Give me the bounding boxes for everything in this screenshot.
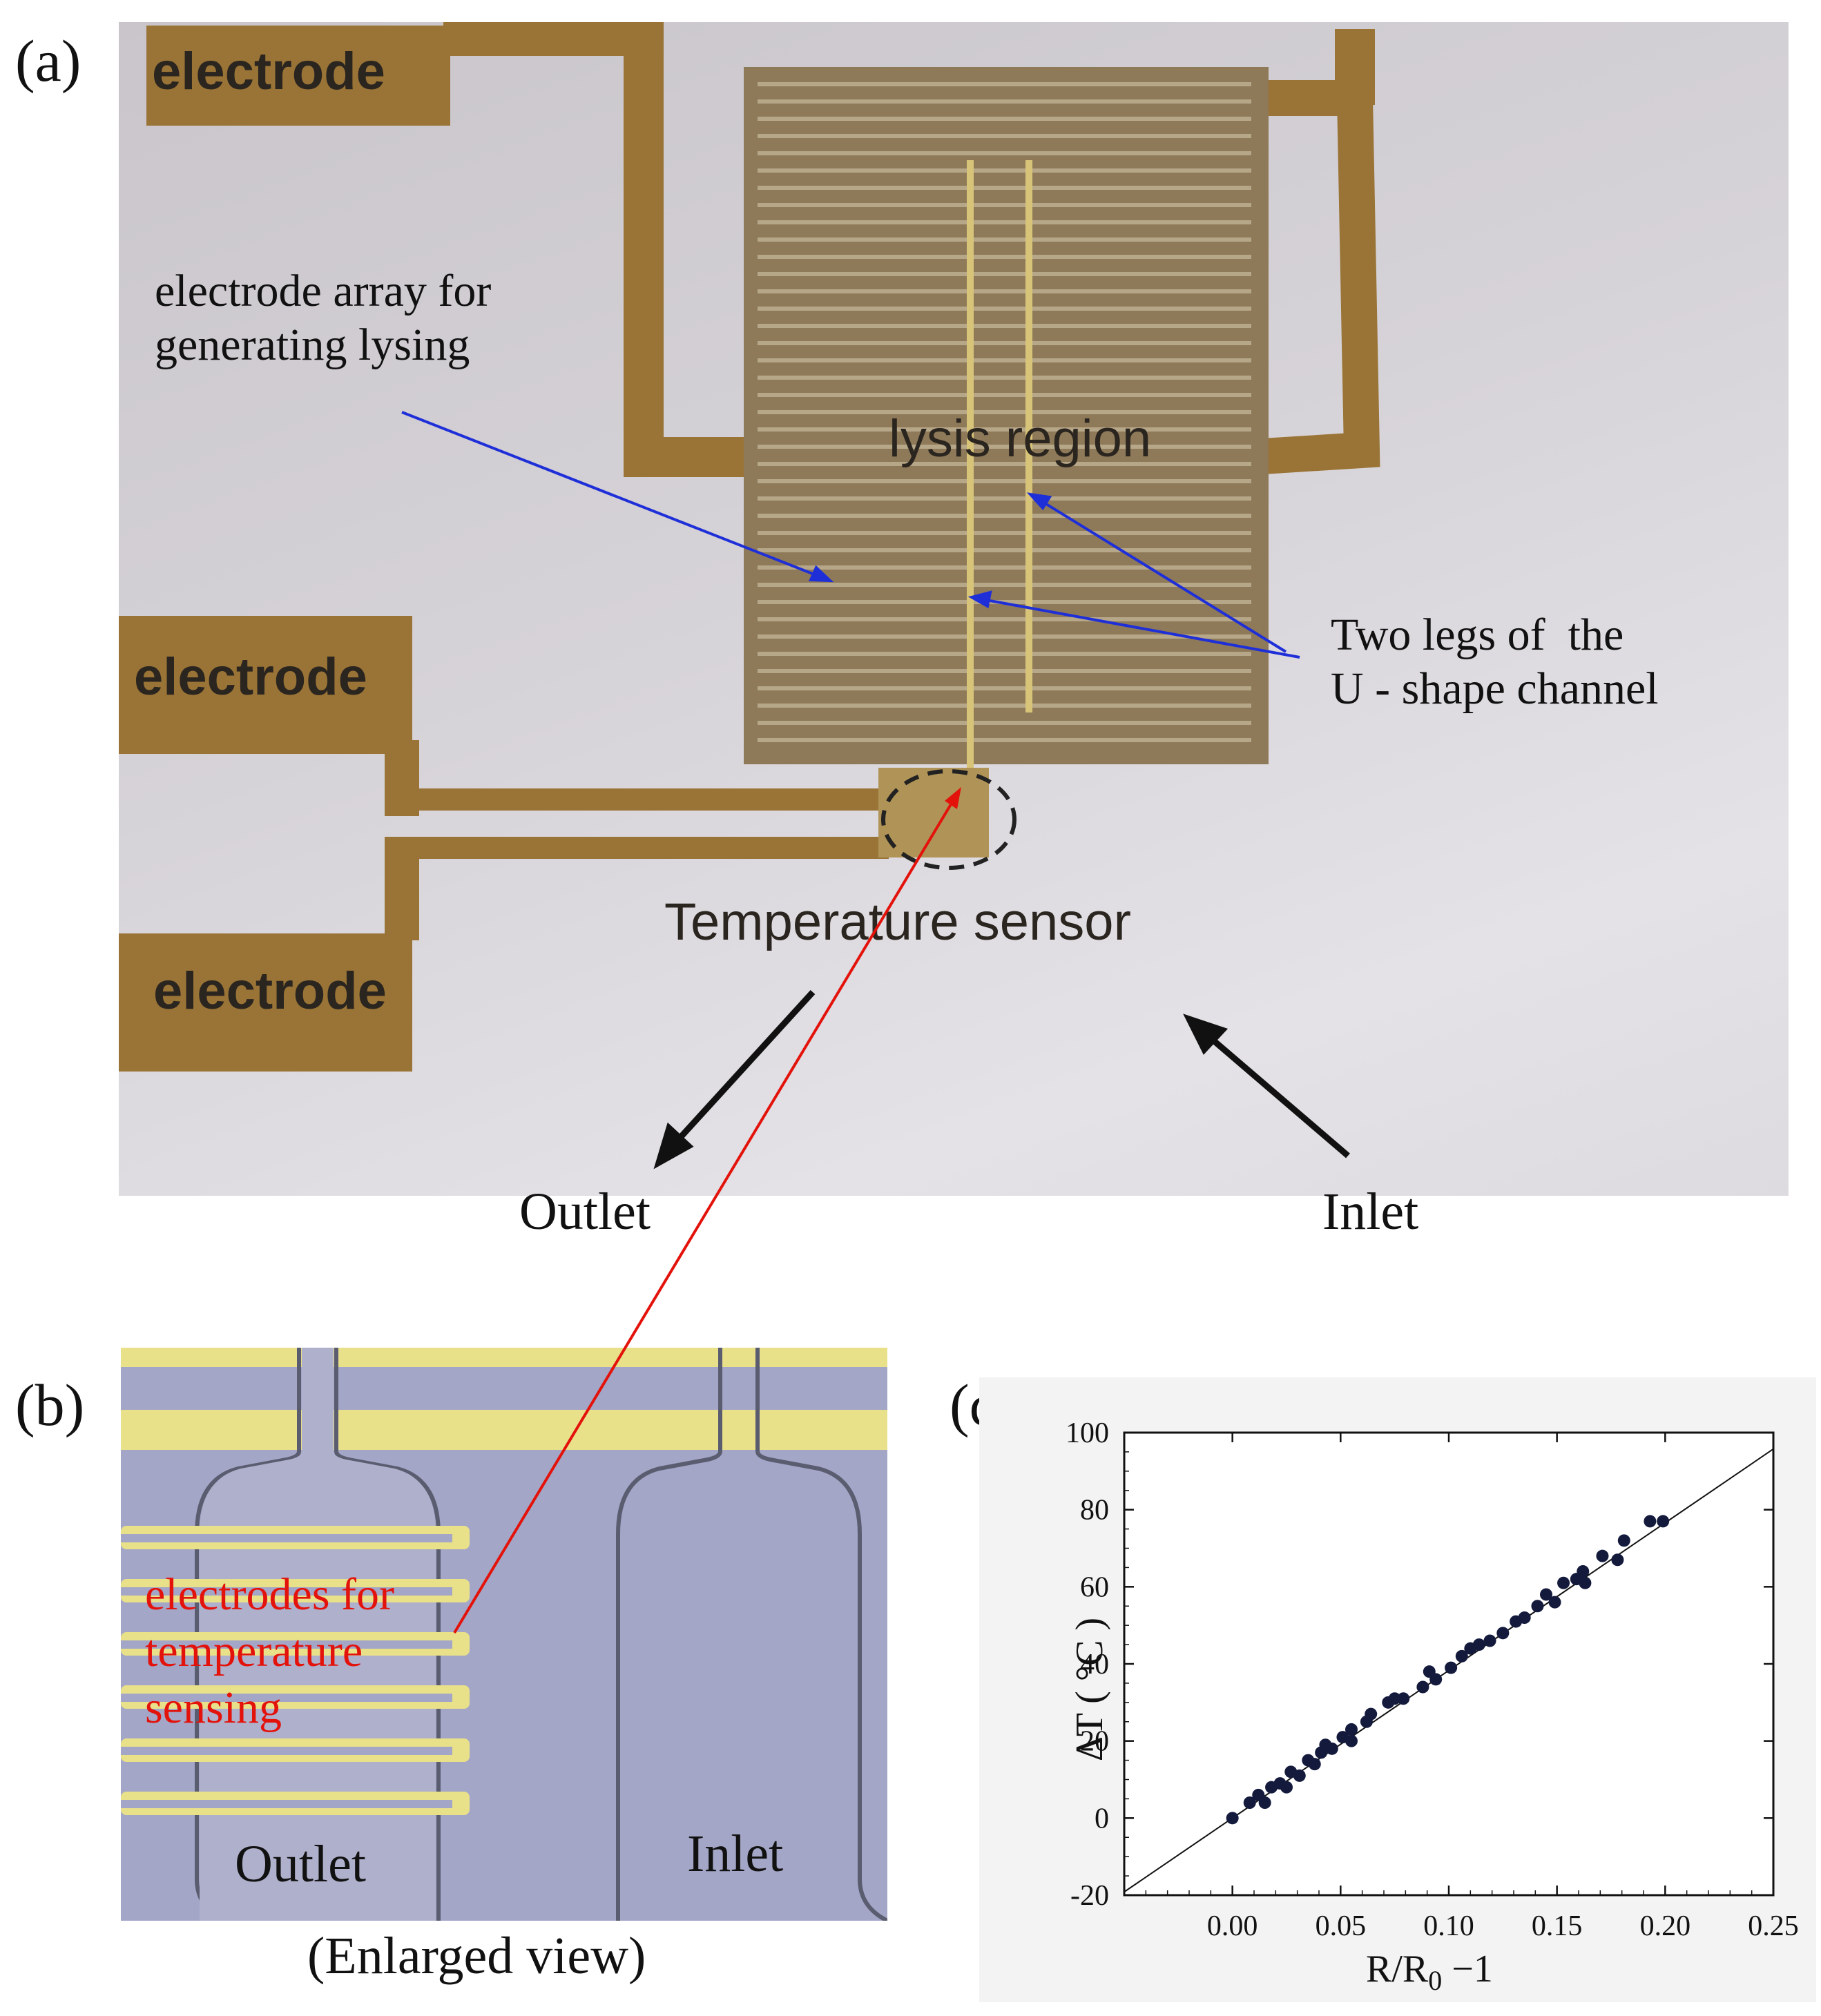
x-tick-label: 0.20 [1640, 1910, 1691, 1942]
data-point [1483, 1634, 1496, 1647]
inlet-label: Inlet [687, 1825, 784, 1883]
x-tick-label: 0.00 [1207, 1910, 1258, 1942]
x-tick-label: 0.25 [1748, 1910, 1799, 1942]
x-axis-label: R/R0 −1 [1366, 1948, 1493, 1997]
data-point [1226, 1812, 1239, 1825]
outlet-label: Outlet [519, 1183, 651, 1241]
array-annotation-line1: electrode array for [155, 266, 492, 316]
data-point [1611, 1553, 1624, 1567]
sensing-annotation-line2: temperature [145, 1626, 363, 1676]
data-point [1397, 1692, 1410, 1705]
lysis-region-label: lysis region [889, 409, 1152, 468]
data-point [1365, 1707, 1378, 1721]
y-axis-label: ΔT ( °C ) [1068, 1600, 1112, 1779]
electrode-trace [443, 22, 761, 477]
array-fingers [758, 82, 1251, 742]
data-point [1496, 1627, 1510, 1640]
y-tick-label: 40 [1080, 1649, 1109, 1680]
red-arrowhead [945, 787, 961, 809]
electrode-label: electrode [134, 648, 367, 706]
data-point [1657, 1515, 1670, 1528]
data-point [1345, 1734, 1358, 1747]
enlarged-view-photo: electrodes for temperature sensing Outle… [121, 1348, 887, 1921]
y-tick-label: 20 [1080, 1726, 1109, 1758]
panel-a-label: (a) [15, 28, 81, 94]
electrode-array [744, 67, 1269, 764]
data-point [1345, 1723, 1358, 1736]
data-point [1548, 1596, 1561, 1609]
channel-annotation-line1: Two legs of the [1331, 610, 1624, 660]
channel-annotation-line2: U - shape channel [1331, 663, 1659, 714]
device-photo-graphic [119, 22, 1380, 1170]
data-point [1455, 1649, 1468, 1663]
inlet-label: Inlet [1322, 1183, 1419, 1241]
y-axis-label-text: ΔT ( °C ) [1068, 1617, 1111, 1762]
data-point [1308, 1758, 1321, 1771]
data-point [1472, 1638, 1485, 1651]
y-tick-label: 60 [1080, 1571, 1109, 1603]
array-annotation-line2: generating lysing [155, 320, 470, 370]
red-connector-arrow [453, 799, 954, 1634]
y-tick-label: 100 [1066, 1417, 1109, 1449]
data-point [1596, 1549, 1609, 1562]
data-point [1540, 1588, 1552, 1601]
data-point [1579, 1576, 1592, 1589]
inlet-chamber [616, 1348, 887, 1921]
x-tick-label: 0.15 [1532, 1910, 1583, 1942]
data-point [1243, 1796, 1256, 1809]
temperature-sensor-label: Temperature sensor [664, 893, 1131, 951]
data-point [1416, 1680, 1429, 1694]
x-tick-label: 0.10 [1423, 1910, 1474, 1942]
y-tick-label: -20 [1070, 1880, 1109, 1912]
data-point [1388, 1692, 1401, 1705]
blue-arrows [401, 411, 1300, 659]
data-point [1293, 1769, 1306, 1782]
data-point [1518, 1611, 1531, 1624]
x-tick-label: 0.05 [1316, 1910, 1367, 1942]
data-point [1557, 1576, 1570, 1589]
electrode-pad [146, 26, 450, 126]
electrode-pad [119, 933, 412, 1072]
y-tick-label: 0 [1095, 1803, 1109, 1834]
panel-b-label: (b) [15, 1372, 85, 1438]
data-point [1644, 1515, 1657, 1528]
data-point [1445, 1661, 1458, 1674]
data-point [1577, 1565, 1590, 1578]
calibration-chart-svg: 0.00 0.05 0.10 0.15 0.20 0.25 100 80 60 40 20 0 -20 [1066, 1417, 1799, 1942]
data-point [1617, 1534, 1630, 1547]
enlarged-view-graphic [121, 1348, 887, 1921]
data-point [1258, 1796, 1271, 1809]
data-point [1325, 1742, 1338, 1755]
electrode-pad [119, 616, 412, 754]
y-tick-label: 80 [1080, 1495, 1109, 1526]
temperature-sensor [878, 768, 989, 857]
data-point [1429, 1673, 1443, 1686]
sensing-annotation-line3: sensing [145, 1683, 282, 1733]
outlet-label: Outlet [235, 1835, 366, 1893]
enlarged-view-caption: (Enlarged view) [307, 1927, 646, 1985]
device-photo: electrode electrode electrode electrode … [119, 22, 1789, 1196]
sensing-annotation-line1: electrodes for [145, 1569, 394, 1620]
data-point [1280, 1781, 1293, 1794]
electrode-label: electrode [152, 42, 385, 101]
data-point [1531, 1600, 1544, 1613]
flow-arrows [653, 989, 1350, 1170]
sensor-highlight-circle [881, 769, 1017, 870]
electrode-label: electrode [153, 962, 387, 1020]
